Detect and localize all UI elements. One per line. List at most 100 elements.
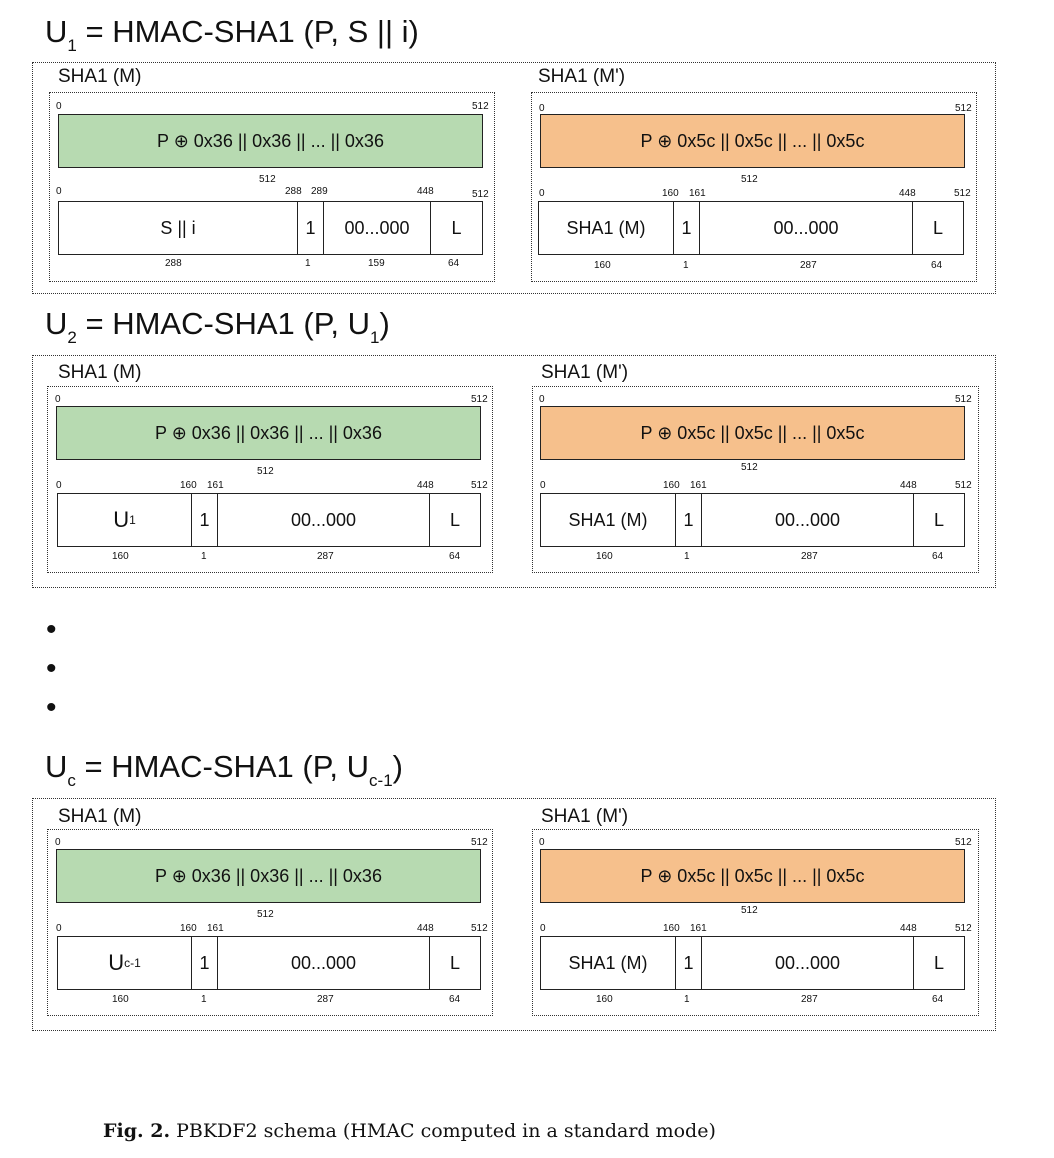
tick-label: 64 [932, 994, 944, 1005]
zeros-cell: 00...000 [217, 937, 429, 989]
tick-label: 287 [800, 260, 817, 271]
tick-label: 512 [741, 174, 758, 185]
inner-hash-cell: SHA1 (M) [568, 952, 648, 973]
outer-hash-label: SHA1 (M') [541, 806, 629, 827]
tick-label: 512 [955, 394, 972, 405]
ellipsis-dot: • [46, 652, 57, 685]
inner-hash-box [47, 386, 493, 573]
tick-label: 1 [684, 551, 690, 562]
tick-label: 512 [955, 923, 972, 934]
padding-one-cell: 1 [191, 937, 217, 989]
tick-label: 1 [305, 258, 311, 269]
tick-label: 0 [56, 923, 62, 934]
tick-label: 160 [596, 994, 613, 1005]
message-block: S || i 1 00...000 L [58, 201, 483, 255]
tick-label: 64 [931, 260, 943, 271]
tick-label: 0 [56, 480, 62, 491]
ipad-block: P ⊕ 0x36 || 0x36 || ... || 0x36 [56, 406, 481, 460]
length-cell: L [913, 937, 964, 989]
heading-u1: U1 = HMAC-SHA1 (P, S || i) [45, 14, 419, 55]
tick-label: 512 [955, 837, 972, 848]
figure-number: Fig. 2. [103, 1120, 171, 1142]
tick-label: 448 [417, 480, 434, 491]
zeros-cell: 00...000 [323, 202, 430, 254]
inner-hash-box [49, 92, 495, 282]
tick-label: 160 [594, 260, 611, 271]
zeros-cell: 00...000 [699, 202, 912, 254]
zeros-cell: 00...000 [701, 494, 913, 546]
zeros-cell: 00...000 [701, 937, 913, 989]
outer-hash-box [531, 92, 977, 282]
tick-label: 1 [201, 994, 207, 1005]
tick-label: 159 [368, 258, 385, 269]
tick-label: 0 [539, 394, 545, 405]
tick-label: 160 [180, 923, 197, 934]
zeros-cell: 00...000 [217, 494, 429, 546]
hmac-block-c [32, 798, 996, 1031]
heading-u2: U2 = HMAC-SHA1 (P, U1) [45, 306, 390, 347]
tick-label: 1 [201, 551, 207, 562]
tick-label: 512 [472, 189, 489, 200]
tick-label: 0 [55, 394, 61, 405]
tick-label: 288 [165, 258, 182, 269]
padding-one-cell: 1 [673, 202, 699, 254]
tick-label: 0 [539, 103, 545, 114]
tick-label: 160 [662, 188, 679, 199]
outer-message-block: SHA1 (M) 1 00...000 L [540, 493, 965, 547]
tick-label: 64 [448, 258, 460, 269]
hmac-block-2 [32, 355, 996, 588]
tick-label: 160 [180, 480, 197, 491]
tick-label: 64 [449, 994, 461, 1005]
tick-label: 0 [539, 188, 545, 199]
ellipsis-dot: • [46, 613, 57, 646]
tick-label: 287 [801, 994, 818, 1005]
inner-hash-label: SHA1 (M) [58, 806, 142, 827]
tick-label: 512 [955, 480, 972, 491]
length-cell: L [429, 494, 480, 546]
ipad-block: P ⊕ 0x36 || 0x36 || ... || 0x36 [58, 114, 483, 168]
tick-label: 161 [207, 923, 224, 934]
length-cell: L [912, 202, 963, 254]
outer-hash-label: SHA1 (M') [538, 66, 626, 87]
padding-one-cell: 1 [675, 937, 701, 989]
tick-label: 64 [932, 551, 944, 562]
tick-label: 287 [801, 551, 818, 562]
tick-label: 448 [900, 480, 917, 491]
hmac-block-1 [32, 62, 996, 294]
caption-text: PBKDF2 schema (HMAC computed in a standa… [170, 1120, 716, 1142]
inner-hash-box [47, 829, 493, 1016]
tick-label: 0 [540, 923, 546, 934]
tick-label: 448 [417, 923, 434, 934]
tick-label: 512 [955, 103, 972, 114]
length-cell: L [430, 202, 482, 254]
tick-label: 512 [259, 174, 276, 185]
tick-label: 287 [317, 551, 334, 562]
tick-label: 161 [689, 188, 706, 199]
tick-label: 512 [741, 905, 758, 916]
tick-label: 289 [311, 186, 328, 197]
tick-label: 287 [317, 994, 334, 1005]
tick-label: 160 [112, 551, 129, 562]
opad-block: P ⊕ 0x5c || 0x5c || ... || 0x5c [540, 114, 965, 168]
length-cell: L [429, 937, 480, 989]
ipad-block: P ⊕ 0x36 || 0x36 || ... || 0x36 [56, 849, 481, 903]
salt-cell: S || i [160, 217, 196, 238]
tick-label: 448 [899, 188, 916, 199]
inner-hash-label: SHA1 (M) [58, 66, 142, 87]
opad-block: P ⊕ 0x5c || 0x5c || ... || 0x5c [540, 406, 965, 460]
tick-label: 161 [690, 923, 707, 934]
tick-label: 161 [207, 480, 224, 491]
outer-hash-box [532, 386, 979, 573]
tick-label: 512 [741, 462, 758, 473]
tick-label: 64 [449, 551, 461, 562]
tick-label: 0 [56, 101, 62, 112]
outer-message-block: SHA1 (M) 1 00...000 L [538, 201, 964, 255]
tick-label: 448 [417, 186, 434, 197]
ellipsis-dot: • [46, 691, 57, 724]
tick-label: 512 [471, 480, 488, 491]
tick-label: 160 [663, 923, 680, 934]
